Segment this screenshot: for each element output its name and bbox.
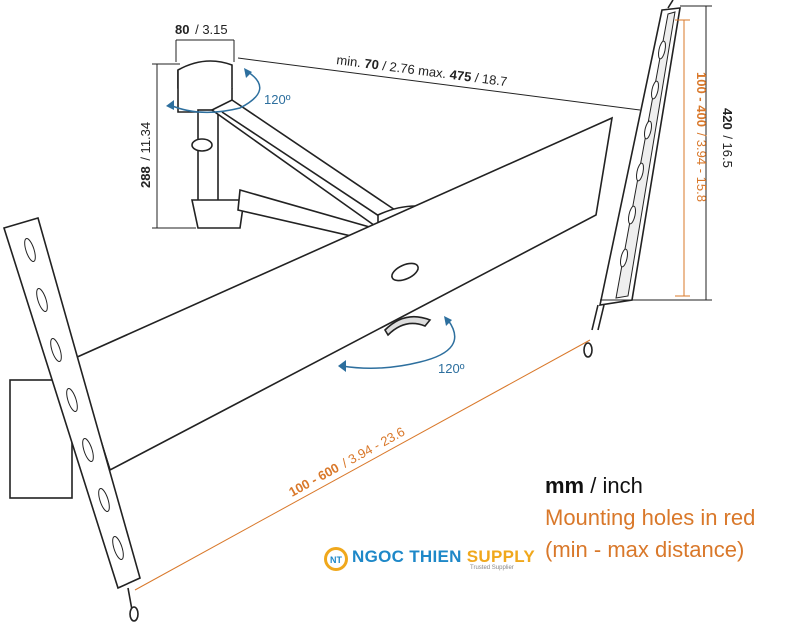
distance-legend: (min - max distance) xyxy=(545,537,745,562)
units-legend-mm: mm xyxy=(545,473,585,498)
swivel-arrows xyxy=(169,71,456,369)
brand-logo-icon: NT xyxy=(324,547,348,571)
units-legend-inch: / inch xyxy=(584,473,643,498)
mounting-holes-legend: Mounting holes in red xyxy=(545,505,756,530)
mounting-hole-lines xyxy=(134,19,690,591)
top-swivel-angle: 120º xyxy=(264,92,291,107)
horizontal-holes-label: 100 - 600 / 3.94 - 23.6 xyxy=(286,424,407,500)
depth-label: 80 / 3.15 xyxy=(175,22,228,37)
svg-text:NT: NT xyxy=(330,555,342,565)
vertical-holes-label: 100 - 400 / 3.94 - 15.8 xyxy=(694,72,709,202)
brand-name: NGOC THIEN SUPPLY xyxy=(352,547,536,566)
bottom-swivel-angle: 120º xyxy=(438,361,465,376)
wall-plate xyxy=(583,0,681,358)
units-legend: mm / inch xyxy=(545,475,643,497)
height-label: 288 / 11.34 xyxy=(138,122,153,188)
plate-height-label: 420 / 16.5 xyxy=(720,108,735,168)
brand-logo: NT NGOC THIEN SUPPLY Trusted Supplier xyxy=(322,545,535,575)
left-mounting-rail xyxy=(2,217,141,622)
wall-bracket xyxy=(177,60,245,229)
extension-label: min. 70 / 2.76 max. 475 / 18.7 xyxy=(336,52,509,89)
arrowheads xyxy=(166,68,452,372)
dimension-lines xyxy=(152,5,712,301)
brand-tagline: Trusted Supplier xyxy=(470,565,514,571)
